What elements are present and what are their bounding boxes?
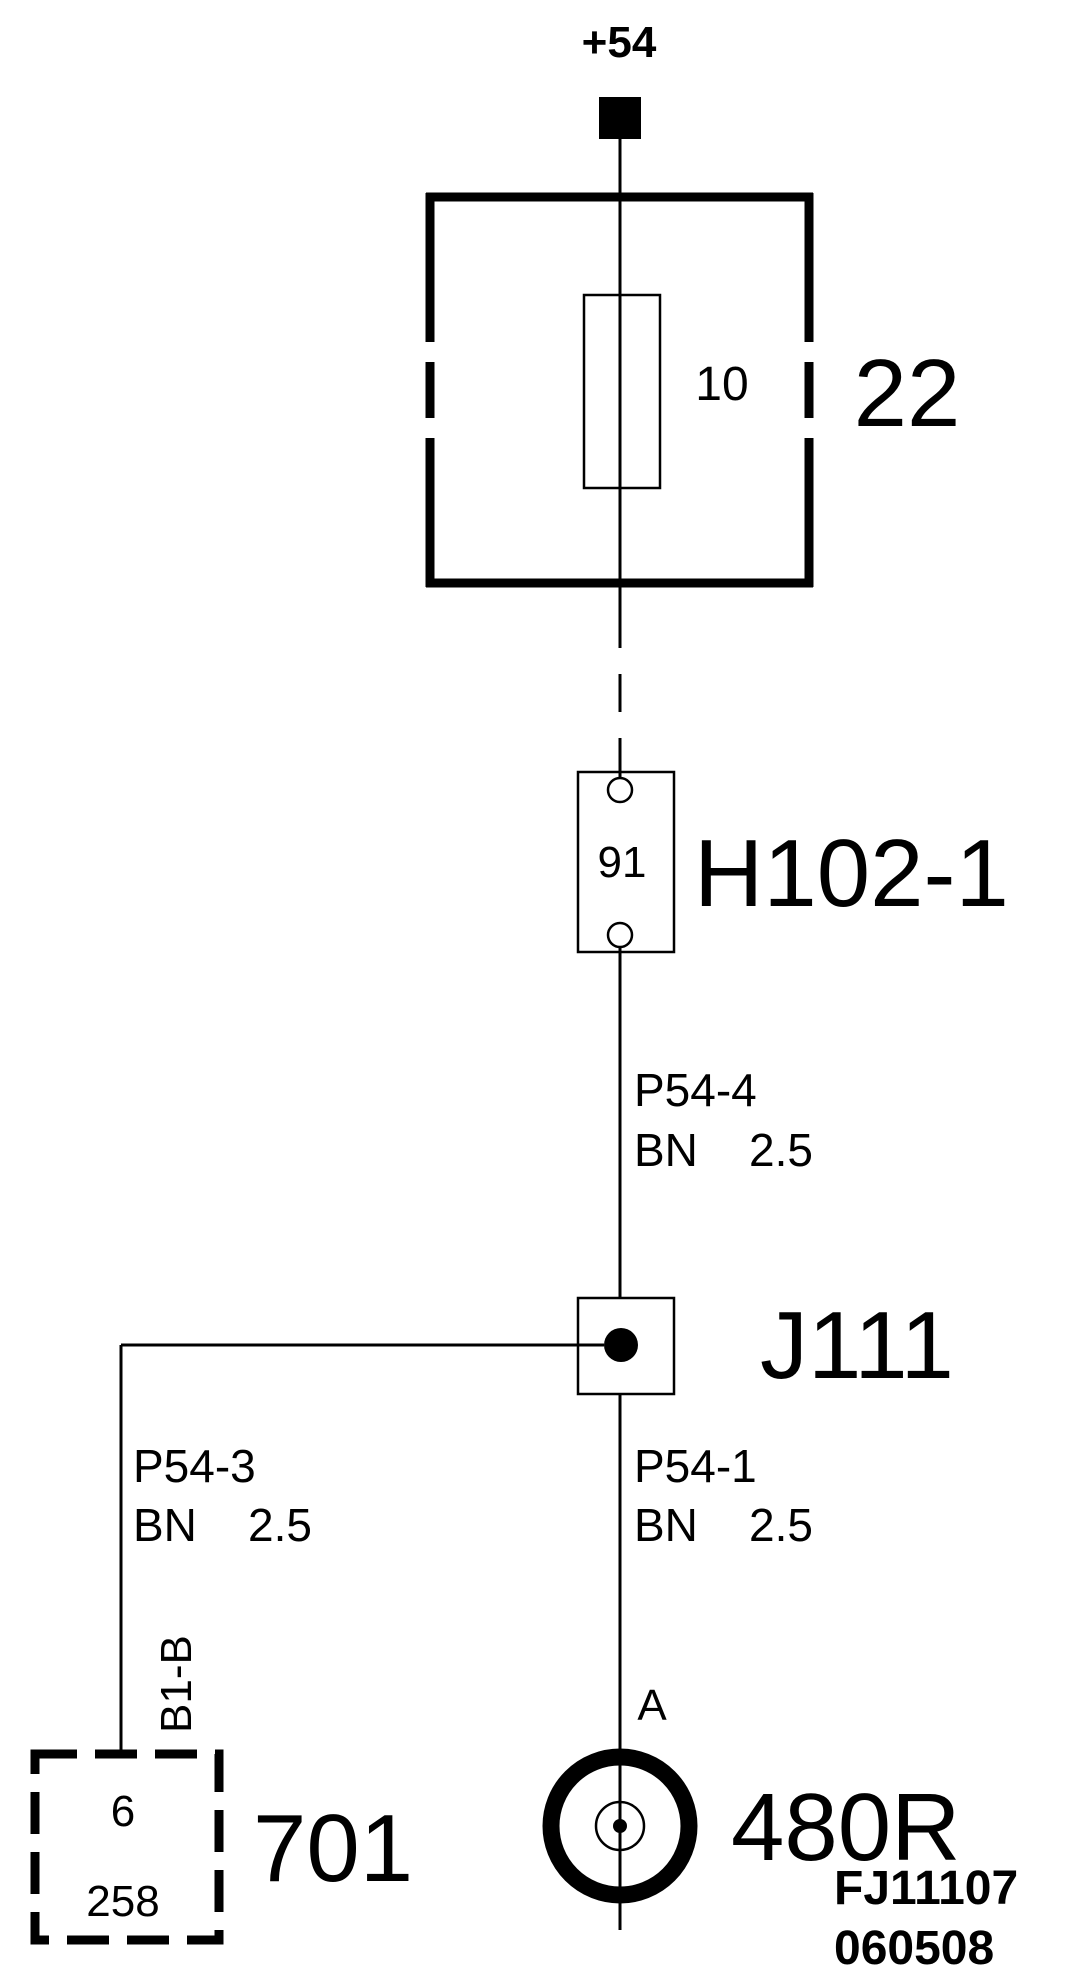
wire-p54-3-code: P54-3 [133, 1440, 256, 1492]
connector-h102-id-label: H102-1 [694, 820, 1009, 927]
component-701-pin: 6 [111, 1787, 135, 1836]
wire-p54-1-code: P54-1 [634, 1440, 757, 1492]
wire-p54-1-spec: BN 2.5 [634, 1499, 813, 1551]
wire-p54-3-spec: BN 2.5 [133, 1499, 312, 1551]
component-701-id-label: 701 [253, 1795, 413, 1902]
component-701-ref: 258 [86, 1877, 159, 1926]
drawing-ref-code: FJ11107 [834, 1862, 1018, 1915]
fuse-rating-label: 10 [695, 358, 748, 411]
connector-h102-pin-label: 91 [598, 838, 647, 887]
ground-480r-inner-ring [594, 1800, 646, 1852]
junction-j111-node [604, 1328, 638, 1362]
wire-p54-4-spec: BN 2.5 [634, 1124, 813, 1176]
connector-h102-pin-bottom [606, 921, 634, 949]
supply-label: +54 [582, 18, 657, 67]
drawing-ref-date: 060508 [834, 1922, 994, 1975]
ground-480r-pin-label: A [637, 1681, 667, 1730]
component-701-box [30, 1749, 224, 1945]
ground-480r-center [613, 1819, 627, 1833]
fuse-symbol [582, 293, 662, 490]
junction-j111-label: J111 [760, 1292, 954, 1399]
ground-480r-id-label: 480R [731, 1774, 961, 1881]
fuse-box-id-label: 22 [854, 340, 961, 447]
component-701-pin-label: B1-B [152, 1635, 201, 1733]
connector-h102-pin-top [606, 776, 634, 804]
fuse-box-22 [425, 192, 814, 588]
supply-terminal [599, 97, 641, 139]
wire-p54-4-code: P54-4 [634, 1064, 757, 1116]
connector-h102-body [576, 770, 676, 954]
ground-480r-outer-ring [542, 1748, 698, 1904]
